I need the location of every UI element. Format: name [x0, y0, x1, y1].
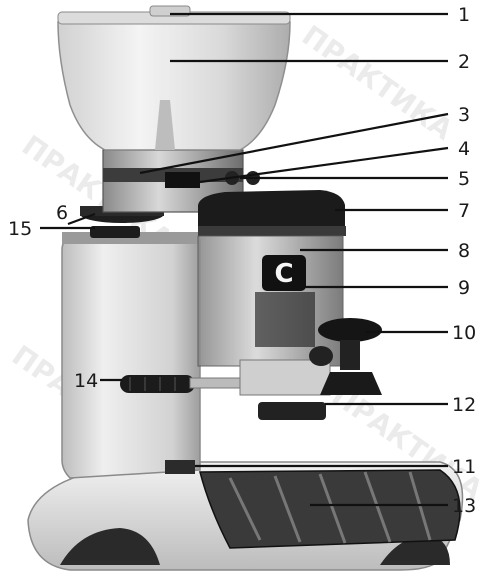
- label-8: 8: [458, 240, 470, 262]
- switch[interactable]: [90, 226, 140, 238]
- leader-3: [139, 112, 449, 175]
- body: [61, 232, 201, 479]
- part-labels: 1 2 3 4 5 7 8 9 10 12 11 13 6 15 14: [8, 4, 476, 517]
- doser-lid: [198, 190, 346, 236]
- label-2: 2: [458, 51, 470, 73]
- portafilter-fork: [239, 359, 331, 420]
- doser-lever[interactable]: [120, 375, 246, 393]
- tamper[interactable]: [309, 318, 382, 395]
- label-10: 10: [452, 322, 476, 344]
- label-12: 12: [452, 394, 476, 416]
- leader-4: [199, 146, 449, 184]
- label-5: 5: [458, 168, 470, 190]
- label-6: 6: [56, 202, 68, 224]
- label-11: 11: [452, 456, 476, 478]
- label-1: 1: [458, 4, 470, 26]
- label-3: 3: [458, 104, 470, 126]
- label-4: 4: [458, 138, 470, 160]
- label-13: 13: [452, 495, 476, 517]
- leader-lines: [40, 12, 449, 507]
- leader-6: [67, 212, 96, 226]
- label-9: 9: [458, 277, 470, 299]
- bean-hopper: [57, 5, 291, 151]
- cup-rest-grid: [199, 469, 461, 549]
- label-15: 15: [8, 218, 32, 240]
- label-7: 7: [458, 200, 470, 222]
- brand-logo: C: [274, 259, 293, 289]
- label-14: 14: [74, 370, 98, 392]
- doser-chamber: C: [197, 235, 344, 367]
